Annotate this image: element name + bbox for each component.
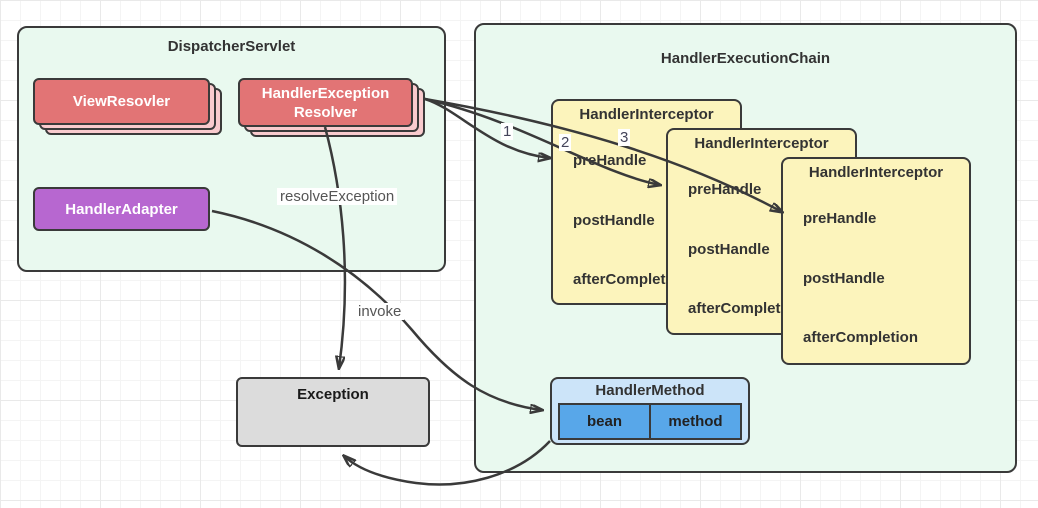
handler-interceptor-title: HandlerInterceptor — [694, 135, 829, 152]
sequence-label-3: 3 — [618, 129, 631, 146]
resolve-exception-edge-label: resolveException — [277, 188, 398, 205]
posthandle-label: postHandle — [688, 241, 770, 258]
handler-exception-resolver-line1: HandlerException — [261, 84, 390, 102]
prehandle-label: preHandle — [688, 181, 762, 198]
handler-method-node: HandlerMethod bean method — [550, 377, 750, 445]
exception-node: Exception — [236, 377, 430, 447]
aftercompletion-label: afterCompletion — [688, 300, 804, 317]
aftercompletion-label: afterCompletion — [803, 329, 919, 346]
handler-interceptor-title: HandlerInterceptor — [579, 106, 714, 123]
handler-method-cells: bean method — [558, 403, 742, 440]
view-resolver-label: ViewResovler — [33, 78, 210, 125]
sequence-label-2: 2 — [559, 134, 572, 151]
dispatcher-servlet-container: DispatcherServlet — [17, 26, 446, 272]
exception-title: Exception — [297, 386, 369, 403]
sequence-label-1: 1 — [501, 123, 514, 140]
handler-interceptor-node-3: HandlerInterceptor preHandle postHandle … — [781, 157, 971, 365]
aftercompletion-label: afterCompletion — [573, 271, 689, 288]
prehandle-label: preHandle — [573, 152, 647, 169]
handler-interceptor-title: HandlerInterceptor — [808, 164, 944, 181]
view-resolver-node: ViewResovler — [33, 78, 222, 135]
handler-exception-resolver-node: HandlerException Resolver — [238, 78, 425, 137]
bean-cell: bean — [586, 413, 622, 430]
posthandle-label: postHandle — [573, 212, 655, 229]
handler-adapter-node: HandlerAdapter — [33, 187, 210, 231]
handler-execution-chain-title: HandlerExecutionChain — [660, 50, 831, 67]
invoke-edge-label: invoke — [355, 303, 405, 320]
handler-method-title: HandlerMethod — [595, 382, 705, 399]
dispatcher-servlet-title: DispatcherServlet — [167, 38, 296, 55]
handler-exception-resolver-line2: Resolver — [293, 103, 358, 121]
method-cell: method — [649, 405, 740, 438]
prehandle-label: preHandle — [803, 210, 877, 227]
posthandle-label: postHandle — [803, 270, 885, 287]
handler-exception-resolver-label: HandlerException Resolver — [238, 78, 413, 127]
